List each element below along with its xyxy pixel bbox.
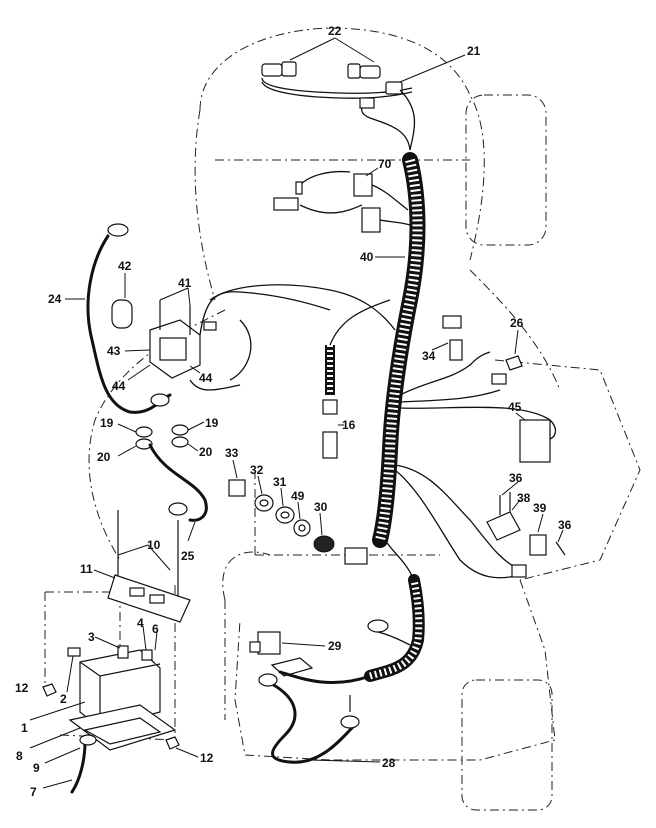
label-16: 16	[342, 418, 356, 432]
label-12a: 12	[15, 681, 29, 695]
label-2: 2	[60, 692, 67, 706]
part-40-main-harness	[359, 89, 426, 548]
label-10: 10	[147, 538, 161, 552]
label-1: 1	[21, 721, 28, 735]
part-70-connectors	[273, 167, 411, 258]
label-21: 21	[467, 44, 481, 58]
label-43: 43	[107, 344, 121, 358]
label-20a: 20	[97, 450, 111, 464]
label-42: 42	[118, 259, 132, 273]
part-10-11-bracket	[93, 510, 191, 623]
label-36a: 36	[509, 471, 523, 485]
label-31: 31	[273, 475, 287, 489]
part-16-connector	[322, 299, 391, 459]
label-9: 9	[33, 761, 40, 775]
label-45: 45	[508, 400, 522, 414]
part-43-solenoid	[124, 284, 396, 391]
label-19a: 19	[100, 416, 114, 430]
label-24: 24	[48, 292, 62, 306]
part-34-26-45-right-parts	[394, 315, 566, 579]
label-40: 40	[360, 250, 374, 264]
label-7: 7	[30, 785, 37, 799]
label-4: 4	[137, 616, 144, 630]
label-11: 11	[80, 562, 93, 576]
label-8: 8	[16, 749, 23, 763]
label-36b: 36	[558, 518, 572, 532]
label-49: 49	[291, 489, 305, 503]
label-32: 32	[250, 463, 264, 477]
part-42-tube	[111, 273, 133, 329]
label-20b: 20	[199, 445, 213, 459]
label-34: 34	[422, 349, 436, 363]
label-33: 33	[225, 446, 239, 460]
part-22-fuse-holders	[261, 37, 466, 99]
label-25: 25	[181, 549, 195, 563]
part-29-28-switch-cable	[249, 539, 425, 764]
label-38: 38	[517, 491, 531, 505]
label-44a: 44	[112, 379, 126, 393]
label-22: 22	[328, 24, 342, 38]
part-1-battery	[29, 625, 199, 794]
label-28: 28	[382, 756, 396, 770]
label-39: 39	[533, 501, 547, 515]
label-3: 3	[88, 630, 95, 644]
label-12b: 12	[200, 751, 214, 765]
label-6: 6	[152, 622, 159, 636]
label-30: 30	[314, 500, 328, 514]
label-70: 70	[378, 157, 392, 171]
label-26: 26	[510, 316, 524, 330]
callout-labels: 22 21 70 40 42 41 24 43 44 44 26 34 19 1…	[15, 24, 572, 799]
part-33-30-switch-parts	[228, 459, 368, 565]
part-19-20-washers	[117, 421, 208, 542]
label-19b: 19	[205, 416, 219, 430]
label-44b: 44	[199, 371, 213, 385]
label-41: 41	[178, 276, 192, 290]
part-24-cable	[65, 223, 172, 414]
label-29: 29	[328, 639, 342, 653]
